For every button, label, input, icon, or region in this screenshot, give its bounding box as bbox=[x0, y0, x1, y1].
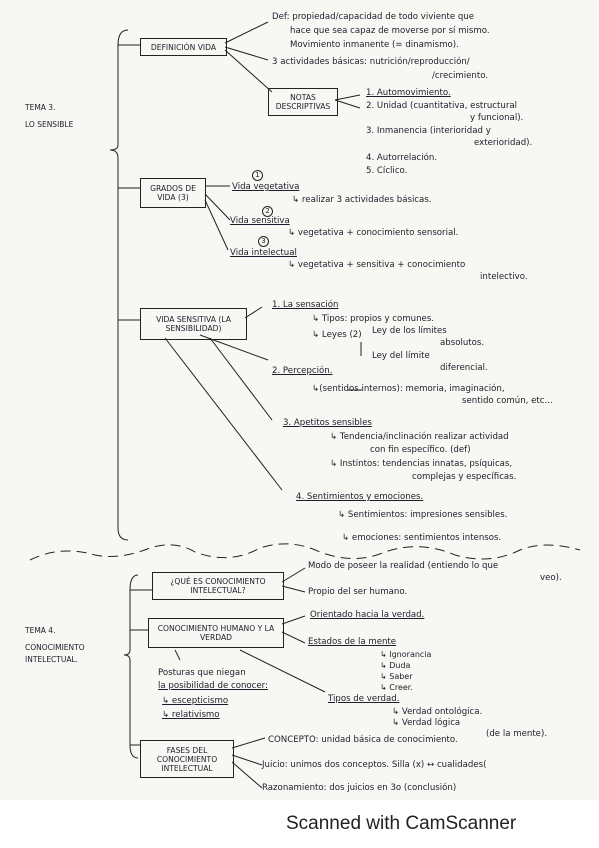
nota-item: exterioridad). bbox=[474, 138, 533, 148]
grado-item: Vida vegetativa bbox=[232, 182, 300, 192]
sensitiva-item: absolutos. bbox=[440, 338, 485, 348]
grado-item: Vida intelectual bbox=[230, 248, 297, 258]
que-es-item: Propio del ser humano. bbox=[308, 587, 408, 597]
def-line: Def: propiedad/capacidad de todo vivient… bbox=[272, 12, 475, 22]
camscanner-watermark: Scanned with CamScanner bbox=[286, 813, 517, 834]
grado-marker: 1 bbox=[252, 170, 263, 181]
humano-item: ↳ Saber bbox=[380, 672, 413, 681]
sensitiva-item: 3. Apetitos sensibles bbox=[283, 418, 372, 428]
def-line: hace que sea capaz de moverse por sí mis… bbox=[290, 26, 490, 36]
fase-item: Razonamiento: dos juicios en 3o (conclus… bbox=[262, 783, 457, 793]
sensitiva-item: 2. Percepción. bbox=[272, 366, 333, 376]
grado-item: Vida sensitiva bbox=[230, 216, 290, 226]
tema4-subtitle: CONOCIMIENTO bbox=[25, 643, 85, 652]
sensitiva-item: ↳ Sentimientos: impresiones sensibles. bbox=[338, 510, 508, 520]
sensitiva-item: complejas y específicas. bbox=[412, 472, 517, 482]
humano-item: ↳ escepticismo bbox=[162, 696, 229, 706]
fase-item: CONCEPTO: unidad básica de conocimiento. bbox=[268, 735, 458, 745]
sensitiva-item: diferencial. bbox=[440, 363, 488, 373]
grados-de-vida-box: GRADOS DE VIDA (3) bbox=[140, 178, 206, 208]
sensitiva-item: 1. La sensación bbox=[272, 300, 339, 310]
vida-sensitiva-box: VIDA SENSITIVA (LA SENSIBILIDAD) bbox=[140, 308, 247, 340]
scanned-page: TEMA 3. LO SENSIBLE DEFINICIÓN VIDA Def:… bbox=[0, 0, 599, 800]
humano-item: Orientado hacia la verdad. bbox=[310, 610, 425, 620]
definicion-vida-box: DEFINICIÓN VIDA bbox=[140, 38, 227, 56]
sensitiva-item: Ley del límite bbox=[372, 351, 430, 361]
grado-item: ↳ realizar 3 actividades básicas. bbox=[292, 195, 432, 205]
humano-item: Estados de la mente bbox=[308, 637, 397, 647]
notas-descriptivas-box: NOTAS DESCRIPTIVAS bbox=[268, 88, 338, 116]
sensitiva-item: ↳ Tipos: propios y comunes. bbox=[312, 314, 435, 324]
nota-item: y funcional). bbox=[470, 113, 524, 123]
humano-item: ↳ relativismo bbox=[162, 710, 220, 720]
grado-item: intelectivo. bbox=[480, 272, 528, 282]
tema3-title: TEMA 3. bbox=[25, 103, 56, 112]
sensitiva-item: ↳ emociones: sentimientos intensos. bbox=[342, 533, 502, 543]
nota-item: 1. Automovimiento. bbox=[366, 88, 451, 98]
grado-item: ↳ vegetativa + conocimiento sensorial. bbox=[288, 228, 459, 238]
grado-marker: 2 bbox=[262, 206, 273, 217]
tema4-title: TEMA 4. bbox=[25, 626, 56, 635]
humano-item: la posibilidad de conocer: bbox=[158, 681, 268, 691]
que-es-item: Modo de poseer la realidad (entiendo lo … bbox=[308, 561, 499, 571]
humano-item: ↳ Verdad lógica bbox=[392, 718, 461, 728]
que-es-box: ¿QUÉ ES CONOCIMIENTO INTELECTUAL? bbox=[152, 572, 284, 600]
fases-box: FASES DEL CONOCIMIENTO INTELECTUAL bbox=[140, 740, 234, 778]
sensitiva-item: ↳ Leyes (2) bbox=[312, 330, 362, 340]
humano-item: ↳ Duda bbox=[380, 661, 411, 670]
nota-item: 3. Inmanencia (interioridad y bbox=[366, 126, 491, 136]
humano-item: (de la mente). bbox=[486, 729, 548, 739]
humano-item: Posturas que niegan bbox=[158, 668, 246, 678]
sensitiva-item: con fin específico. (def) bbox=[370, 445, 471, 455]
nota-item: 2. Unidad (cuantitativa, estructural bbox=[366, 101, 518, 111]
sensitiva-item: Ley de los límites bbox=[372, 326, 447, 336]
humano-item: ↳ Verdad ontológica. bbox=[392, 707, 483, 717]
que-es-item: veo). bbox=[540, 573, 562, 583]
humano-item: ↳ Ignorancia bbox=[380, 650, 432, 659]
nota-item: 5. Cíclico. bbox=[366, 166, 408, 176]
humano-item: ↳ Creer. bbox=[380, 683, 413, 692]
sensitiva-item: ↳ Tendencia/inclinación realizar activid… bbox=[330, 432, 509, 442]
humano-item: Tipos de verdad. bbox=[328, 694, 400, 704]
fase-item: Juicio: unimos dos conceptos. Silla (x) … bbox=[262, 760, 487, 770]
nota-item: 4. Autorrelación. bbox=[366, 153, 438, 163]
sensitiva-item: 4. Sentimientos y emociones. bbox=[296, 492, 424, 502]
tema3-subtitle: LO SENSIBLE bbox=[25, 120, 74, 129]
connector-lines bbox=[29, 21, 581, 789]
grado-item: ↳ vegetativa + sensitiva + conocimiento bbox=[288, 260, 466, 270]
actividades-line: /crecimiento. bbox=[432, 71, 489, 81]
conocimiento-humano-box: CONOCIMIENTO HUMANO Y LA VERDAD bbox=[148, 618, 284, 648]
sensitiva-item: ↳ Instintos: tendencias innatas, psíquic… bbox=[330, 459, 513, 469]
sensitiva-item: ↳(sentidos internos): memoria, imaginaci… bbox=[312, 384, 505, 394]
actividades-line: 3 actividades básicas: nutrición/reprodu… bbox=[272, 57, 470, 67]
tema4-subtitle: INTELECTUAL. bbox=[25, 655, 79, 664]
def-line: Movimiento inmanente (= dinamismo). bbox=[290, 40, 459, 50]
grado-marker: 3 bbox=[258, 236, 269, 247]
sensitiva-item: sentido común, etc... bbox=[462, 396, 553, 406]
